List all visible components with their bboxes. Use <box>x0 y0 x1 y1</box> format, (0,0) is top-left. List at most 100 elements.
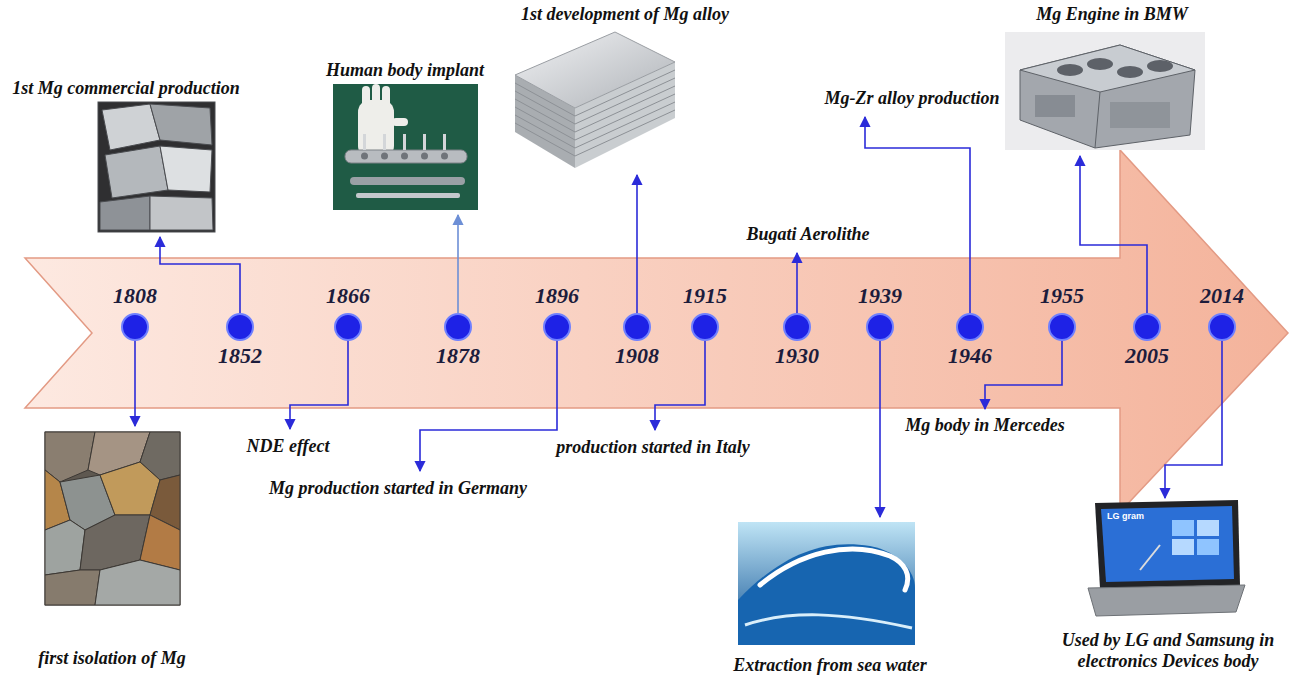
leader-lines <box>135 117 1222 517</box>
implant-photo-part <box>383 134 386 150</box>
wave-photo-part <box>738 522 915 645</box>
engine-photo-part <box>1147 60 1173 72</box>
event-label: Mg Engine in BMW <box>1036 4 1188 25</box>
screen-text: LG gram <box>1107 511 1144 522</box>
year-dot: 1946 <box>956 313 984 341</box>
year-label: 1808 <box>113 283 157 308</box>
sheet-photo-part-part <box>515 107 575 140</box>
leader-lines-part <box>796 253 798 313</box>
implant-photo-part <box>403 134 406 150</box>
implant-photo-part <box>381 153 388 160</box>
year-dot: 1866 <box>334 313 362 341</box>
year-dot: 2005 <box>1133 313 1161 341</box>
sheet-photo-part-part <box>575 110 675 156</box>
leader-lines-part <box>879 341 881 517</box>
engine-photo-part <box>1035 95 1075 117</box>
engine-photo-part <box>1087 58 1113 70</box>
event-label: NDE effect <box>246 436 329 457</box>
engine-photo <box>1005 32 1205 150</box>
year-label: 1866 <box>326 283 370 308</box>
year-dot: 1939 <box>866 313 894 341</box>
laptop-photo-part <box>1140 545 1160 570</box>
implant-photo-part <box>361 153 368 160</box>
ingot-photo-part <box>160 146 212 192</box>
implant-photo-part <box>350 177 465 185</box>
year-label: 1896 <box>535 283 579 308</box>
laptop-photo-part <box>1197 539 1219 555</box>
ingot-photo-part <box>150 196 213 230</box>
leader-lines-part <box>1080 156 1147 313</box>
leader-lines-part <box>420 341 557 471</box>
year-label: 1908 <box>615 343 659 368</box>
event-label: Mg-Zr alloy production <box>824 88 999 109</box>
year-label: 1955 <box>1040 283 1084 308</box>
implant-photo <box>333 84 478 210</box>
year-dot: 1852 <box>226 313 254 341</box>
implant-photo-part <box>392 118 408 126</box>
implant-photo-part <box>421 153 428 160</box>
rock-photo-part <box>45 432 180 605</box>
year-dot: 1808 <box>121 313 149 341</box>
event-label: 1st Mg commercial production <box>12 78 240 99</box>
ingot-photo-part <box>105 146 168 198</box>
ingot-photo-part <box>98 102 215 232</box>
sheet-photo-part-part <box>515 123 575 156</box>
year-dot: 1896 <box>543 313 571 341</box>
wave-photo-part <box>760 549 908 590</box>
wave-photo-part <box>745 615 912 628</box>
engine-photo-part <box>1020 45 1195 92</box>
implant-photo-part <box>358 100 394 158</box>
leader-lines-part <box>457 215 459 313</box>
implant-photo-part <box>345 150 467 163</box>
engine-photo-part <box>1005 32 1205 150</box>
engine-photo-part <box>1057 64 1083 76</box>
rock-photo-part <box>100 462 160 515</box>
implant-photo-part <box>333 84 478 210</box>
year-label: 1915 <box>683 283 727 308</box>
laptop-photo-part <box>1172 520 1194 536</box>
engine-photo-part <box>1095 92 1100 148</box>
event-label: production started in Italy <box>556 437 750 458</box>
year-label: 2005 <box>1125 343 1169 368</box>
year-dot: 2014 <box>1208 313 1236 341</box>
rock-photo-part <box>45 520 85 575</box>
implant-photo-part <box>363 134 366 150</box>
rock-photo-part <box>45 432 95 482</box>
laptop-photo-part <box>1101 506 1234 582</box>
rock-photo-part <box>95 560 180 605</box>
implant-photo-part <box>382 86 390 108</box>
event-label: Bugati Aerolithe <box>747 224 870 245</box>
implant-photo-part <box>372 84 380 108</box>
leader-lines-part <box>160 237 240 313</box>
year-dot: 1878 <box>444 313 472 341</box>
rock-photo <box>45 432 180 605</box>
event-label: Used by LG and Samsung in electronics De… <box>1048 630 1288 672</box>
wave-photo-part <box>738 544 915 645</box>
year-label: 1946 <box>948 343 992 368</box>
ingot-photo-part <box>100 196 150 230</box>
engine-photo-part <box>1110 102 1170 128</box>
leader-lines-part <box>1165 341 1222 498</box>
event-label: 1st development of Mg alloy <box>521 4 729 25</box>
ingot-photo-part <box>102 104 160 150</box>
leader-lines-part <box>655 341 705 430</box>
laptop-photo-part <box>1088 585 1245 616</box>
implant-photo-part <box>443 134 446 150</box>
year-dot: 1930 <box>783 313 811 341</box>
laptop-photo-part <box>1172 539 1194 555</box>
laptop-photo-part <box>1197 520 1219 536</box>
event-label: Mg production started in Germany <box>269 478 527 499</box>
event-label: Extraction from sea water <box>733 655 927 676</box>
rock-photo-part <box>45 570 100 605</box>
sheet-photo-part-part <box>515 99 575 132</box>
year-label: 1930 <box>775 343 819 368</box>
event-label: first isolation of Mg <box>38 648 186 669</box>
sheet-photo-part-part <box>575 102 675 148</box>
event-label: Human body implant <box>326 60 484 81</box>
year-label: 1939 <box>858 283 902 308</box>
ingot-photo <box>98 102 215 232</box>
implant-photo-part <box>356 193 460 198</box>
engine-photo-part <box>1020 45 1195 148</box>
